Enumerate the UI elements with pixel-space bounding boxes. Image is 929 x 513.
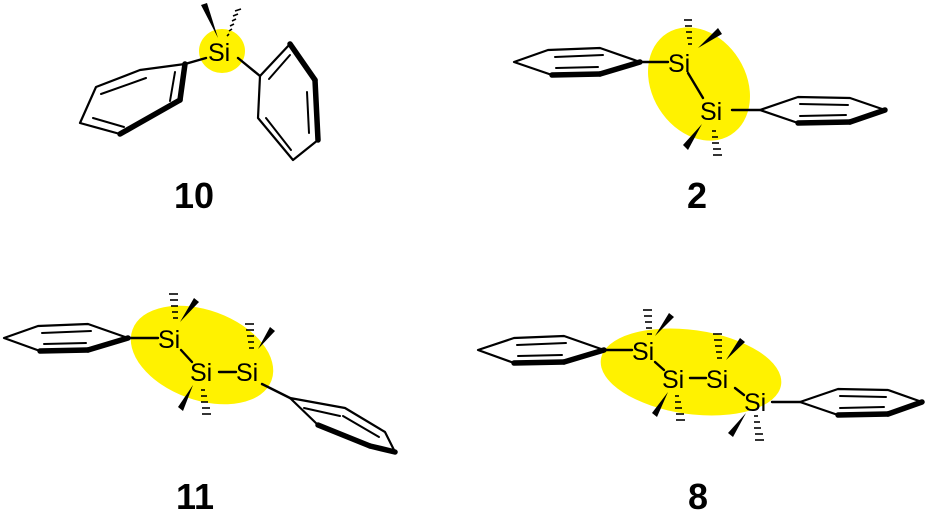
si-si-bond (653, 360, 666, 372)
compound-label: 11 (176, 476, 214, 513)
bond (236, 56, 262, 78)
si-highlight (648, 27, 750, 141)
phenyl-ring (2, 322, 131, 354)
compound-2: Si Si 2 (512, 19, 888, 216)
silicon-atom: Si (706, 366, 728, 394)
silicon-atom: Si (190, 359, 212, 387)
silicon-atom: Si (744, 389, 766, 417)
wedge-bond (178, 385, 193, 411)
hash-bond (201, 389, 211, 415)
phenyl-ring (512, 46, 643, 78)
phenyl-ring (256, 41, 321, 162)
hash-bond (675, 395, 685, 421)
phenyl-ring (288, 396, 398, 455)
hash-bond (226, 8, 242, 37)
silicon-atom: Si (632, 338, 654, 366)
phenyl-ring (78, 61, 188, 137)
silicon-atom: Si (662, 366, 684, 394)
silicon-atom: Si (236, 359, 258, 387)
wedge-bond (728, 413, 746, 437)
hash-bond (643, 309, 652, 335)
phenyl-ring (758, 95, 888, 126)
hash-bond (245, 323, 254, 349)
wedge-bond (726, 338, 745, 360)
phenyl-ring (476, 334, 607, 366)
compound-11: Si Si Si 11 (2, 293, 398, 513)
wedge-bond (201, 3, 218, 38)
si-highlight (130, 305, 274, 405)
si-si-bond (179, 348, 194, 364)
compound-10: Si 10 (78, 3, 321, 216)
compound-label: 10 (174, 175, 214, 216)
hash-bond (684, 19, 692, 45)
wedge-bond (258, 327, 275, 349)
wedge-bond (698, 28, 722, 48)
phenyl-ring (798, 387, 925, 418)
wedge-bond (652, 392, 668, 417)
wedge-bond (655, 313, 674, 336)
si-si-bond (686, 71, 705, 100)
si-si-bond (733, 386, 746, 397)
hash-bond (169, 293, 178, 319)
wedge-bond (180, 298, 199, 322)
wedge-bond (683, 124, 702, 150)
si-highlight (199, 29, 245, 73)
hash-bond (712, 130, 722, 156)
silicon-atom: Si (700, 98, 722, 126)
bond (260, 382, 292, 400)
silicon-atom: Si (158, 326, 180, 354)
compound-label: 8 (688, 476, 708, 513)
silicon-atom: Si (668, 50, 690, 78)
bond (183, 56, 208, 66)
hash-bond (713, 333, 722, 359)
compound-label: 2 (687, 175, 707, 216)
hash-bond (754, 415, 764, 441)
silicon-atom: Si (208, 39, 230, 67)
compound-8: Si Si Si Si 8 (476, 309, 925, 513)
